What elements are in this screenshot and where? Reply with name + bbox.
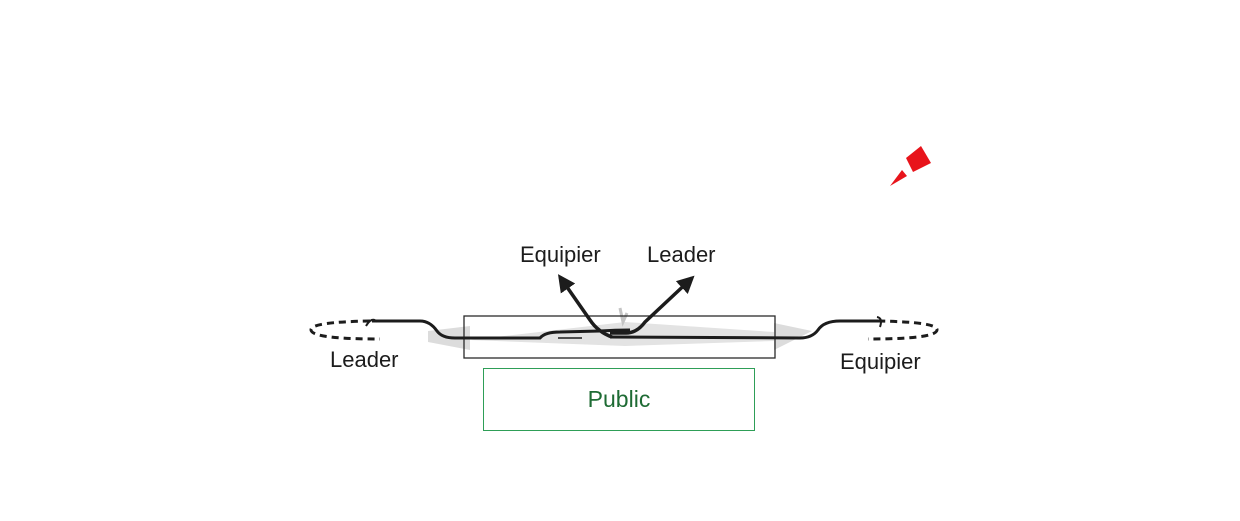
- center-faint-marker: [618, 307, 629, 327]
- left-dashed-loop: [309, 319, 381, 341]
- left-flight-path: [372, 319, 631, 340]
- label-top-equipier: Equipier: [520, 242, 601, 267]
- right-small-curl: [876, 316, 882, 328]
- right-flight-path: [609, 319, 878, 340]
- public-area: Public: [483, 368, 755, 431]
- red-direction-marker-icon: [890, 146, 931, 186]
- public-label: Public: [587, 386, 651, 412]
- right-dashed-loop: [867, 319, 939, 341]
- label-side-leader: Leader: [330, 347, 399, 372]
- label-side-equipier: Equipier: [840, 349, 921, 374]
- arrow-equipier-exit: [557, 274, 613, 339]
- label-top-leader: Leader: [647, 242, 716, 267]
- arrow-leader-exit: [610, 275, 695, 335]
